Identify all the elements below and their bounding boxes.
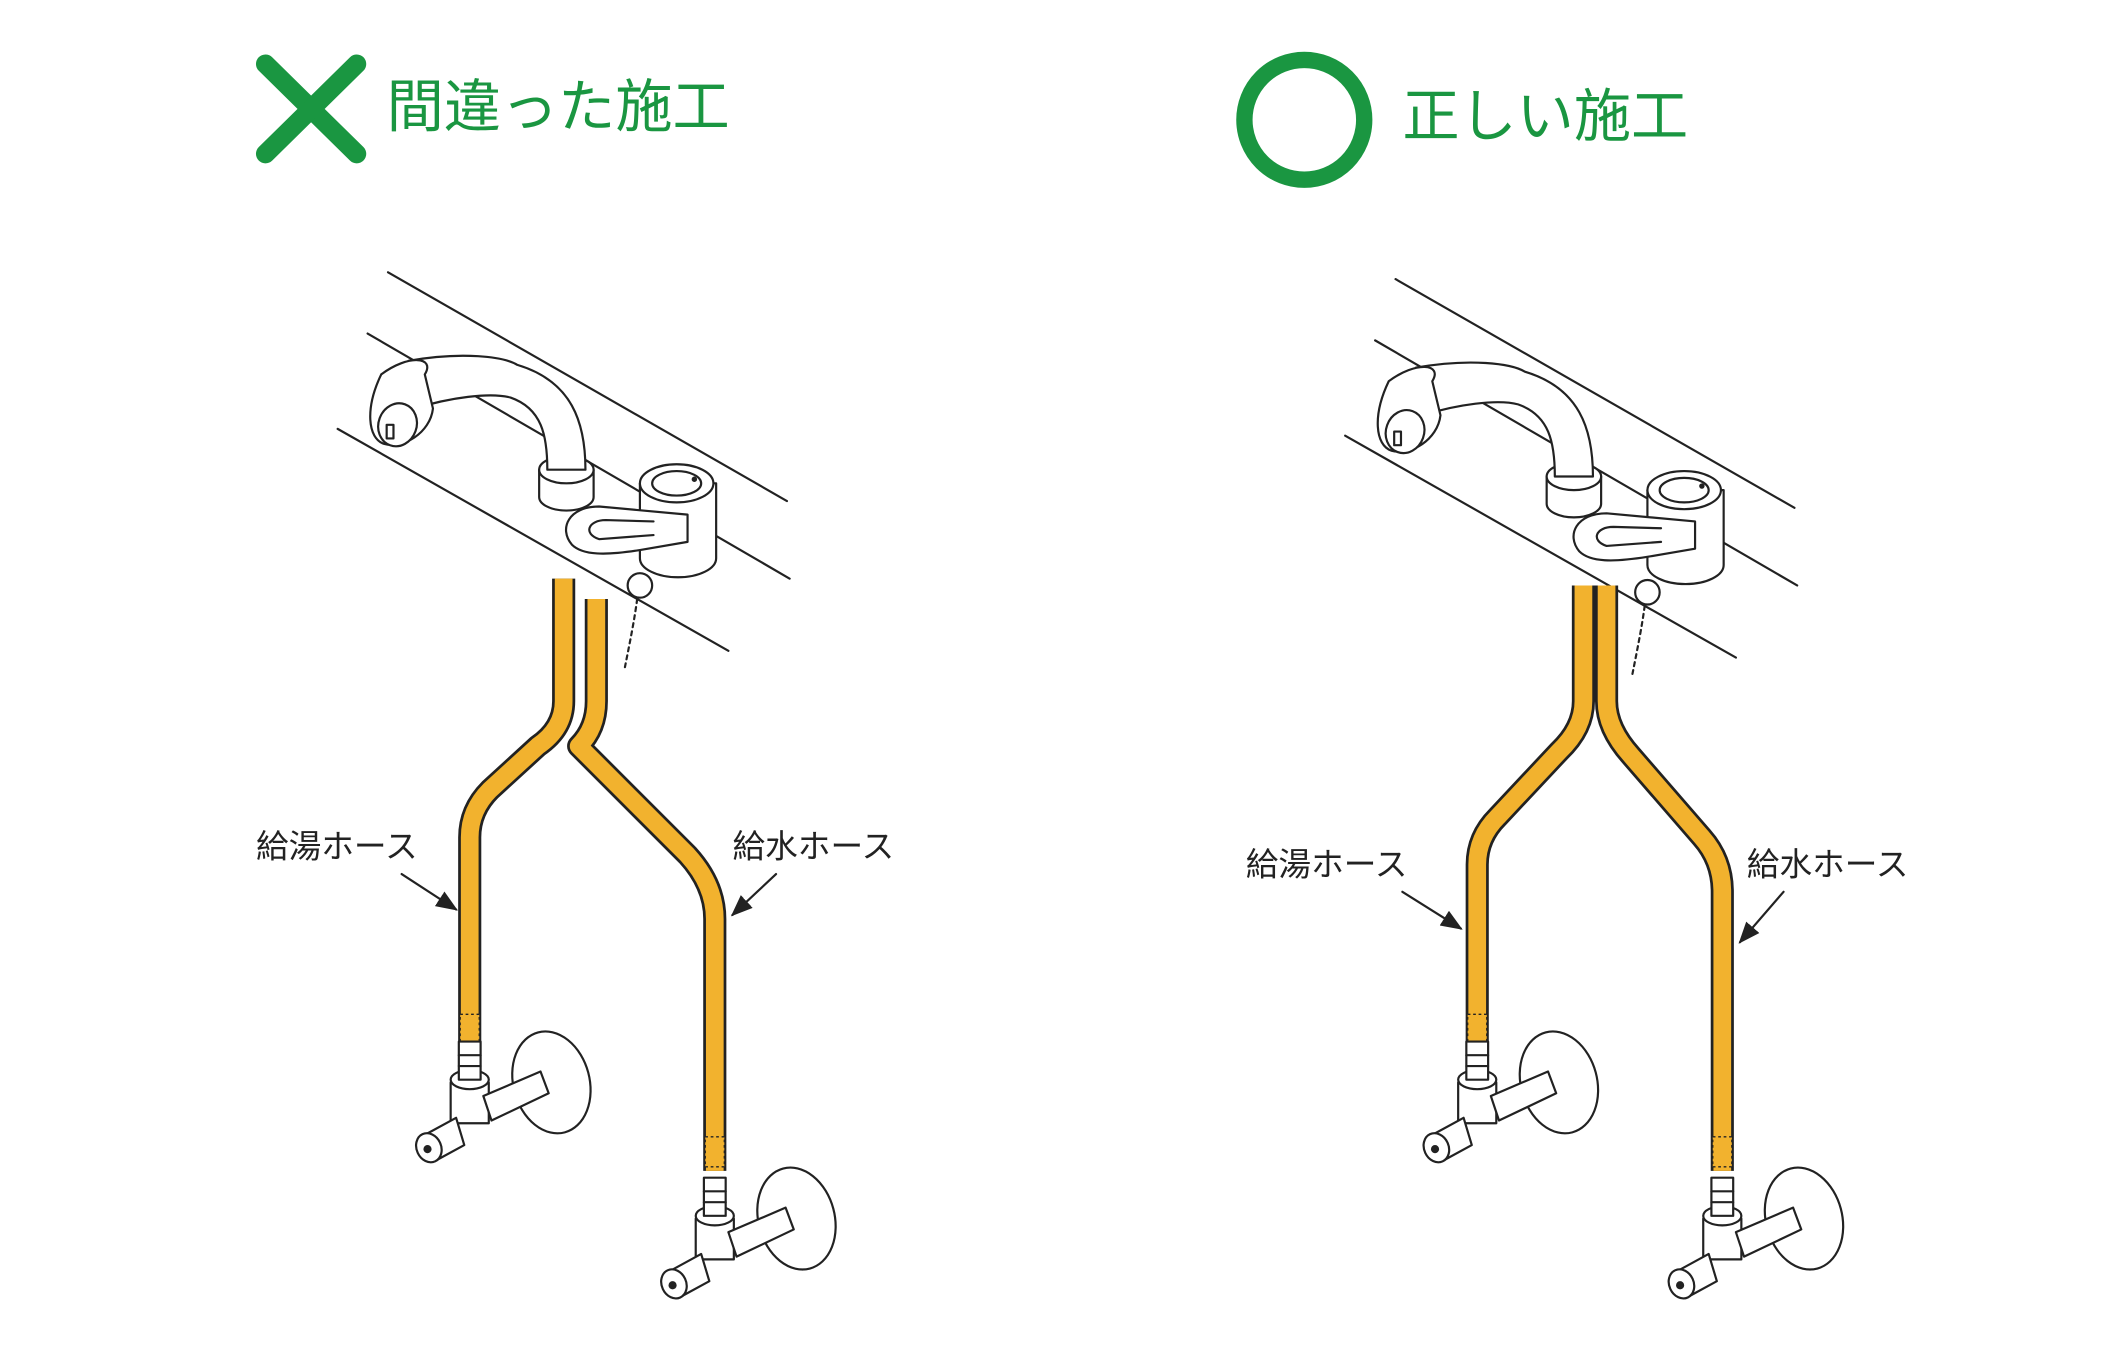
hot-stop-valve — [1417, 1021, 1611, 1168]
hot-hose-arrow — [400, 872, 458, 911]
correct-title: 正しい施工 — [1402, 84, 1688, 150]
wrong-title: 間違った施工 — [387, 75, 730, 141]
cold-hose-label: 給水ホース — [732, 828, 894, 866]
cold-hose — [1594, 585, 1734, 1171]
cold-hose — [567, 599, 727, 1171]
cross-icon — [255, 54, 367, 164]
wrong-panel: 間違った施工 給湯ホース 給水ホース — [255, 54, 894, 1304]
hot-hose-label: 給湯ホース — [256, 828, 418, 866]
circle-icon — [1236, 51, 1373, 188]
hot-hose-arrow — [1401, 890, 1463, 930]
cold-hose-arrow — [730, 872, 778, 917]
hot-hose-label: 給湯ホース — [1246, 845, 1408, 883]
hot-stop-valve — [410, 1021, 603, 1168]
cold-stop-valve — [655, 1157, 848, 1304]
hot-hose — [1465, 585, 1595, 1045]
cold-hose-label: 給水ホース — [1747, 845, 1909, 883]
faucet-illustration — [1344, 278, 1799, 676]
hot-hose — [458, 578, 576, 1045]
cold-hose-arrow — [1738, 890, 1785, 944]
correct-panel: 正しい施工 給湯ホース 給水ホース — [1236, 51, 1909, 1304]
cold-stop-valve — [1662, 1157, 1856, 1304]
